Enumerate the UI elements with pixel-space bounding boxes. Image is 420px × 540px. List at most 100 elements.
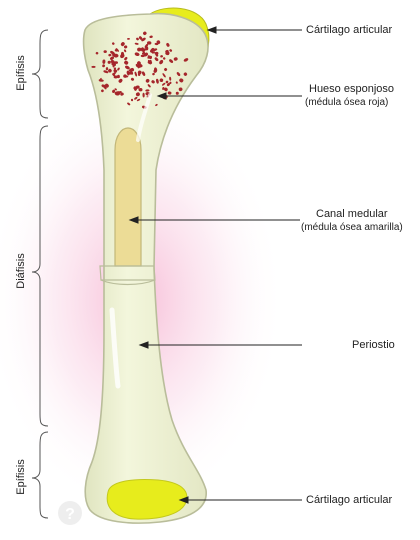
spongy-dot: [112, 60, 115, 63]
section-epifisis-top: Epífisis: [15, 55, 27, 91]
spongy-dot: [109, 56, 115, 60]
spongy-dot: [134, 96, 138, 100]
spongy-dot: [166, 83, 170, 87]
spongy-dot: [144, 43, 149, 48]
spongy-dot: [112, 42, 115, 45]
spongy-dot: [120, 51, 125, 57]
spongy-dot: [123, 45, 128, 49]
spongy-bone-dots: [91, 31, 189, 109]
spongy-dot: [127, 37, 130, 40]
spongy-dot: [113, 67, 117, 70]
label-periostio: Periostio: [352, 339, 395, 351]
spongy-dot: [140, 54, 145, 58]
spongy-dot: [135, 63, 139, 68]
spongy-dot: [120, 42, 125, 47]
spongy-dot: [105, 67, 109, 71]
spongy-dot: [136, 37, 139, 41]
label-canal-medular: Canal medular: [316, 208, 388, 220]
spongy-dot: [117, 67, 120, 71]
label-hueso-esponjoso: Hueso esponjoso: [309, 83, 395, 95]
spongy-dot: [159, 78, 164, 82]
bottom-cartilage: [106, 479, 188, 520]
svg-text:?: ?: [65, 506, 75, 523]
spongy-dot: [130, 77, 135, 81]
spongy-dot: [114, 61, 118, 64]
spongy-dot: [156, 40, 161, 45]
spongy-dot: [155, 52, 159, 57]
spongy-dot: [175, 81, 178, 84]
spongy-dot: [124, 56, 128, 61]
spongy-dot: [134, 52, 140, 56]
medullary-canal: [114, 127, 142, 267]
spongy-dot: [140, 47, 144, 51]
spongy-dot: [153, 69, 157, 73]
spongy-dot: [159, 59, 164, 65]
spongy-dot: [103, 70, 109, 74]
spongy-dot: [137, 70, 142, 75]
spongy-dot: [145, 78, 150, 83]
spongy-dot: [103, 50, 107, 54]
section-diafisis: Diáfisis: [15, 253, 27, 289]
spongy-dot: [110, 50, 115, 55]
spongy-dot: [107, 60, 111, 64]
spongy-dot: [130, 98, 134, 102]
spongy-dot: [176, 72, 181, 77]
spongy-dot: [150, 47, 155, 53]
spongy-dot: [143, 31, 147, 36]
label-canal-medular-sub: (médula ósea amarilla): [301, 222, 403, 233]
spongy-dot: [118, 78, 123, 83]
leader-lines: [128, 26, 302, 504]
spongy-dot: [108, 53, 112, 57]
spongy-dot: [166, 42, 170, 47]
label-cartilago-top: Cártilago articular: [306, 24, 393, 36]
spongy-dot: [108, 68, 112, 73]
spongy-dot: [124, 60, 129, 65]
spongy-dot: [136, 98, 141, 102]
spongy-dot: [169, 81, 172, 85]
spongy-dot: [147, 41, 152, 45]
spongy-dot: [129, 71, 133, 75]
brace-epifisis-top: [31, 29, 49, 119]
spongy-dot: [138, 36, 143, 40]
spongy-dot: [167, 91, 172, 95]
spongy-dot: [155, 103, 158, 107]
spongy-dot: [165, 80, 169, 84]
spongy-dot: [145, 89, 150, 92]
spongy-dot: [114, 49, 118, 52]
spongy-dot: [160, 55, 163, 58]
spongy-dot: [141, 71, 146, 76]
spongy-dot: [113, 69, 118, 73]
spongy-dot: [138, 87, 143, 92]
spongy-dot: [136, 61, 141, 66]
spongy-dot: [112, 73, 116, 77]
label-hueso-esponjoso-sub: (médula ósea roja): [305, 97, 389, 108]
spongy-dot: [114, 88, 117, 91]
spongy-dot: [101, 84, 106, 88]
brace-epifisis-bottom: [31, 431, 49, 519]
spongy-dot: [162, 73, 166, 78]
spongy-dot: [154, 57, 159, 62]
spongy-dot: [169, 59, 174, 63]
spongy-dot: [141, 37, 146, 42]
spongy-dot: [123, 49, 127, 53]
spongy-dot: [135, 92, 140, 97]
spongy-dot: [113, 53, 119, 58]
spongy-dot: [134, 88, 137, 91]
spongy-dot: [164, 68, 168, 71]
spongy-dot: [137, 47, 142, 52]
spongy-dot: [162, 87, 165, 90]
spongy-dot: [156, 78, 159, 84]
spongy-dot: [169, 76, 172, 81]
spongy-dot: [95, 51, 99, 55]
spongy-dot: [113, 75, 119, 79]
label-cartilago-bottom: Cártilago articular: [306, 494, 393, 506]
spongy-dot: [134, 71, 138, 77]
spongy-dot: [179, 78, 184, 83]
spongy-dot: [143, 52, 149, 57]
spongy-dot: [162, 57, 166, 60]
spongy-dot: [120, 92, 124, 96]
spongy-dot: [123, 74, 127, 78]
spongy-dot: [115, 48, 119, 52]
spongy-dot: [142, 92, 145, 98]
